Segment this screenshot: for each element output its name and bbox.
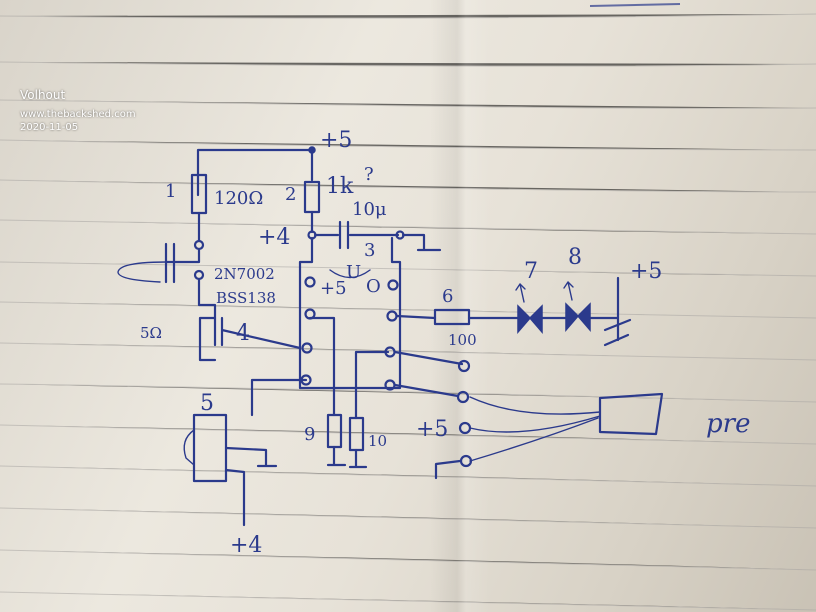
label-chip-supply: +5 <box>320 278 347 299</box>
conn-pin-3 <box>458 421 472 435</box>
node-r1 <box>193 239 205 251</box>
chip-pin-l1 <box>304 276 316 288</box>
jack-lead <box>183 429 195 466</box>
label-r1-ref: 1 <box>165 181 176 202</box>
label-led7: 7 <box>524 259 538 284</box>
cable-plug <box>598 392 664 436</box>
label-r6-ref: 6 <box>442 286 453 307</box>
chip-pin-r2 <box>386 310 398 322</box>
label-conn-plus: +5 <box>416 417 448 442</box>
node-top <box>308 146 316 154</box>
label-rail-bottom: +4 <box>230 533 262 558</box>
wire-r9-gnd <box>326 445 347 467</box>
label-chip-o: O <box>366 276 381 297</box>
label-chip-mark: U <box>346 262 361 283</box>
jack-body <box>192 413 228 483</box>
watermark-date: 2020-11-05 <box>20 122 79 133</box>
label-r2-ref: 2 <box>285 184 296 205</box>
resistor-2 <box>303 180 321 214</box>
label-cable: pre <box>706 409 750 439</box>
label-r10: 10 <box>368 432 387 450</box>
mosfet-shunt <box>198 316 217 362</box>
chip-pin-l3 <box>301 342 313 354</box>
label-led8: 8 <box>568 245 582 270</box>
paper-fold <box>430 0 490 612</box>
conn-pin-2 <box>456 390 470 404</box>
watermark-user: Volhout <box>20 88 66 102</box>
label-chip-ref: 3 <box>364 240 375 261</box>
wire-r10 <box>354 350 390 420</box>
led-7-body <box>517 304 543 335</box>
chip-notch <box>329 269 371 279</box>
jack-gnd <box>224 446 278 468</box>
node-mosfet-gate <box>193 269 205 281</box>
watermark-site: www.thebackshed.com <box>20 109 136 120</box>
resistor-9 <box>326 413 343 449</box>
led-8-body <box>565 302 591 333</box>
led-7-arrows <box>515 283 526 303</box>
label-r2-value: 1k <box>326 174 354 199</box>
resistor-6 <box>433 308 471 326</box>
led-8-arrows <box>563 281 574 301</box>
label-pin: 4 <box>236 321 250 346</box>
cable-wires <box>469 396 601 462</box>
wire-led8-rail <box>588 276 620 320</box>
chip-outline <box>298 236 402 390</box>
wire-r1-gate <box>164 248 201 264</box>
mosfet-body <box>197 277 302 350</box>
label-r2-question: ? <box>364 164 374 185</box>
jack-supply <box>224 468 246 527</box>
label-rail-top: +5 <box>320 128 352 153</box>
label-connector-ref: 5 <box>200 391 214 416</box>
wire-r10-gnd <box>348 448 368 469</box>
chip-pin-r1 <box>387 279 399 291</box>
label-mosfet-b: BSS138 <box>216 289 276 307</box>
conn-pin-1 <box>457 359 471 373</box>
watermark: Volhout www.thebackshed.com 2020-11-05 <box>20 88 136 134</box>
wire-r6 <box>395 314 437 320</box>
ground-top <box>401 233 442 252</box>
label-cap-value: 10μ <box>352 199 387 220</box>
label-shunt: 5Ω <box>140 324 162 342</box>
label-r9: 9 <box>304 424 315 445</box>
label-vcc-pin: +4 <box>258 225 290 250</box>
label-r6-value: 100 <box>448 331 477 349</box>
wire-top-rail <box>196 148 314 197</box>
label-r1-value: 120Ω <box>214 188 263 209</box>
ground-right <box>603 316 632 347</box>
ground-conn <box>434 459 462 480</box>
label-rail-right: +5 <box>630 259 662 284</box>
wire-jack <box>250 378 308 417</box>
label-mosfet-a: 2N7002 <box>214 265 275 283</box>
wire-pin-r4 <box>393 383 460 398</box>
wire-pin-r3 <box>393 350 464 366</box>
wire-r9 <box>308 316 336 417</box>
resistor-10 <box>348 416 365 452</box>
gate-lead <box>117 261 167 283</box>
